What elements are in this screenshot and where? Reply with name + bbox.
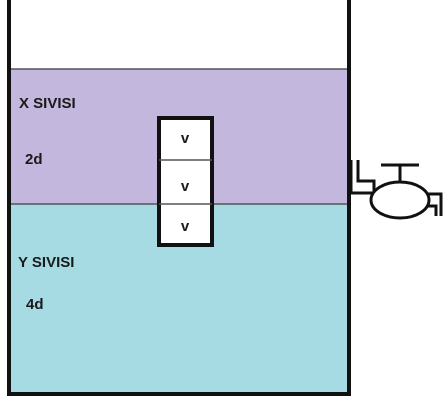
liquid-y-density: 4d (26, 296, 44, 313)
faucet-icon[interactable] (349, 160, 443, 220)
block-segment-2-label: v (181, 178, 190, 195)
floating-block: v v v (157, 116, 214, 247)
liquid-x-density: 2d (25, 151, 43, 168)
container (7, 0, 351, 396)
liquid-x-name: X SIVISI (19, 95, 76, 112)
block-segment-1-label: v (181, 130, 190, 147)
block-segment-3-label: v (181, 218, 190, 235)
liquid-y-name: Y SIVISI (18, 254, 74, 271)
